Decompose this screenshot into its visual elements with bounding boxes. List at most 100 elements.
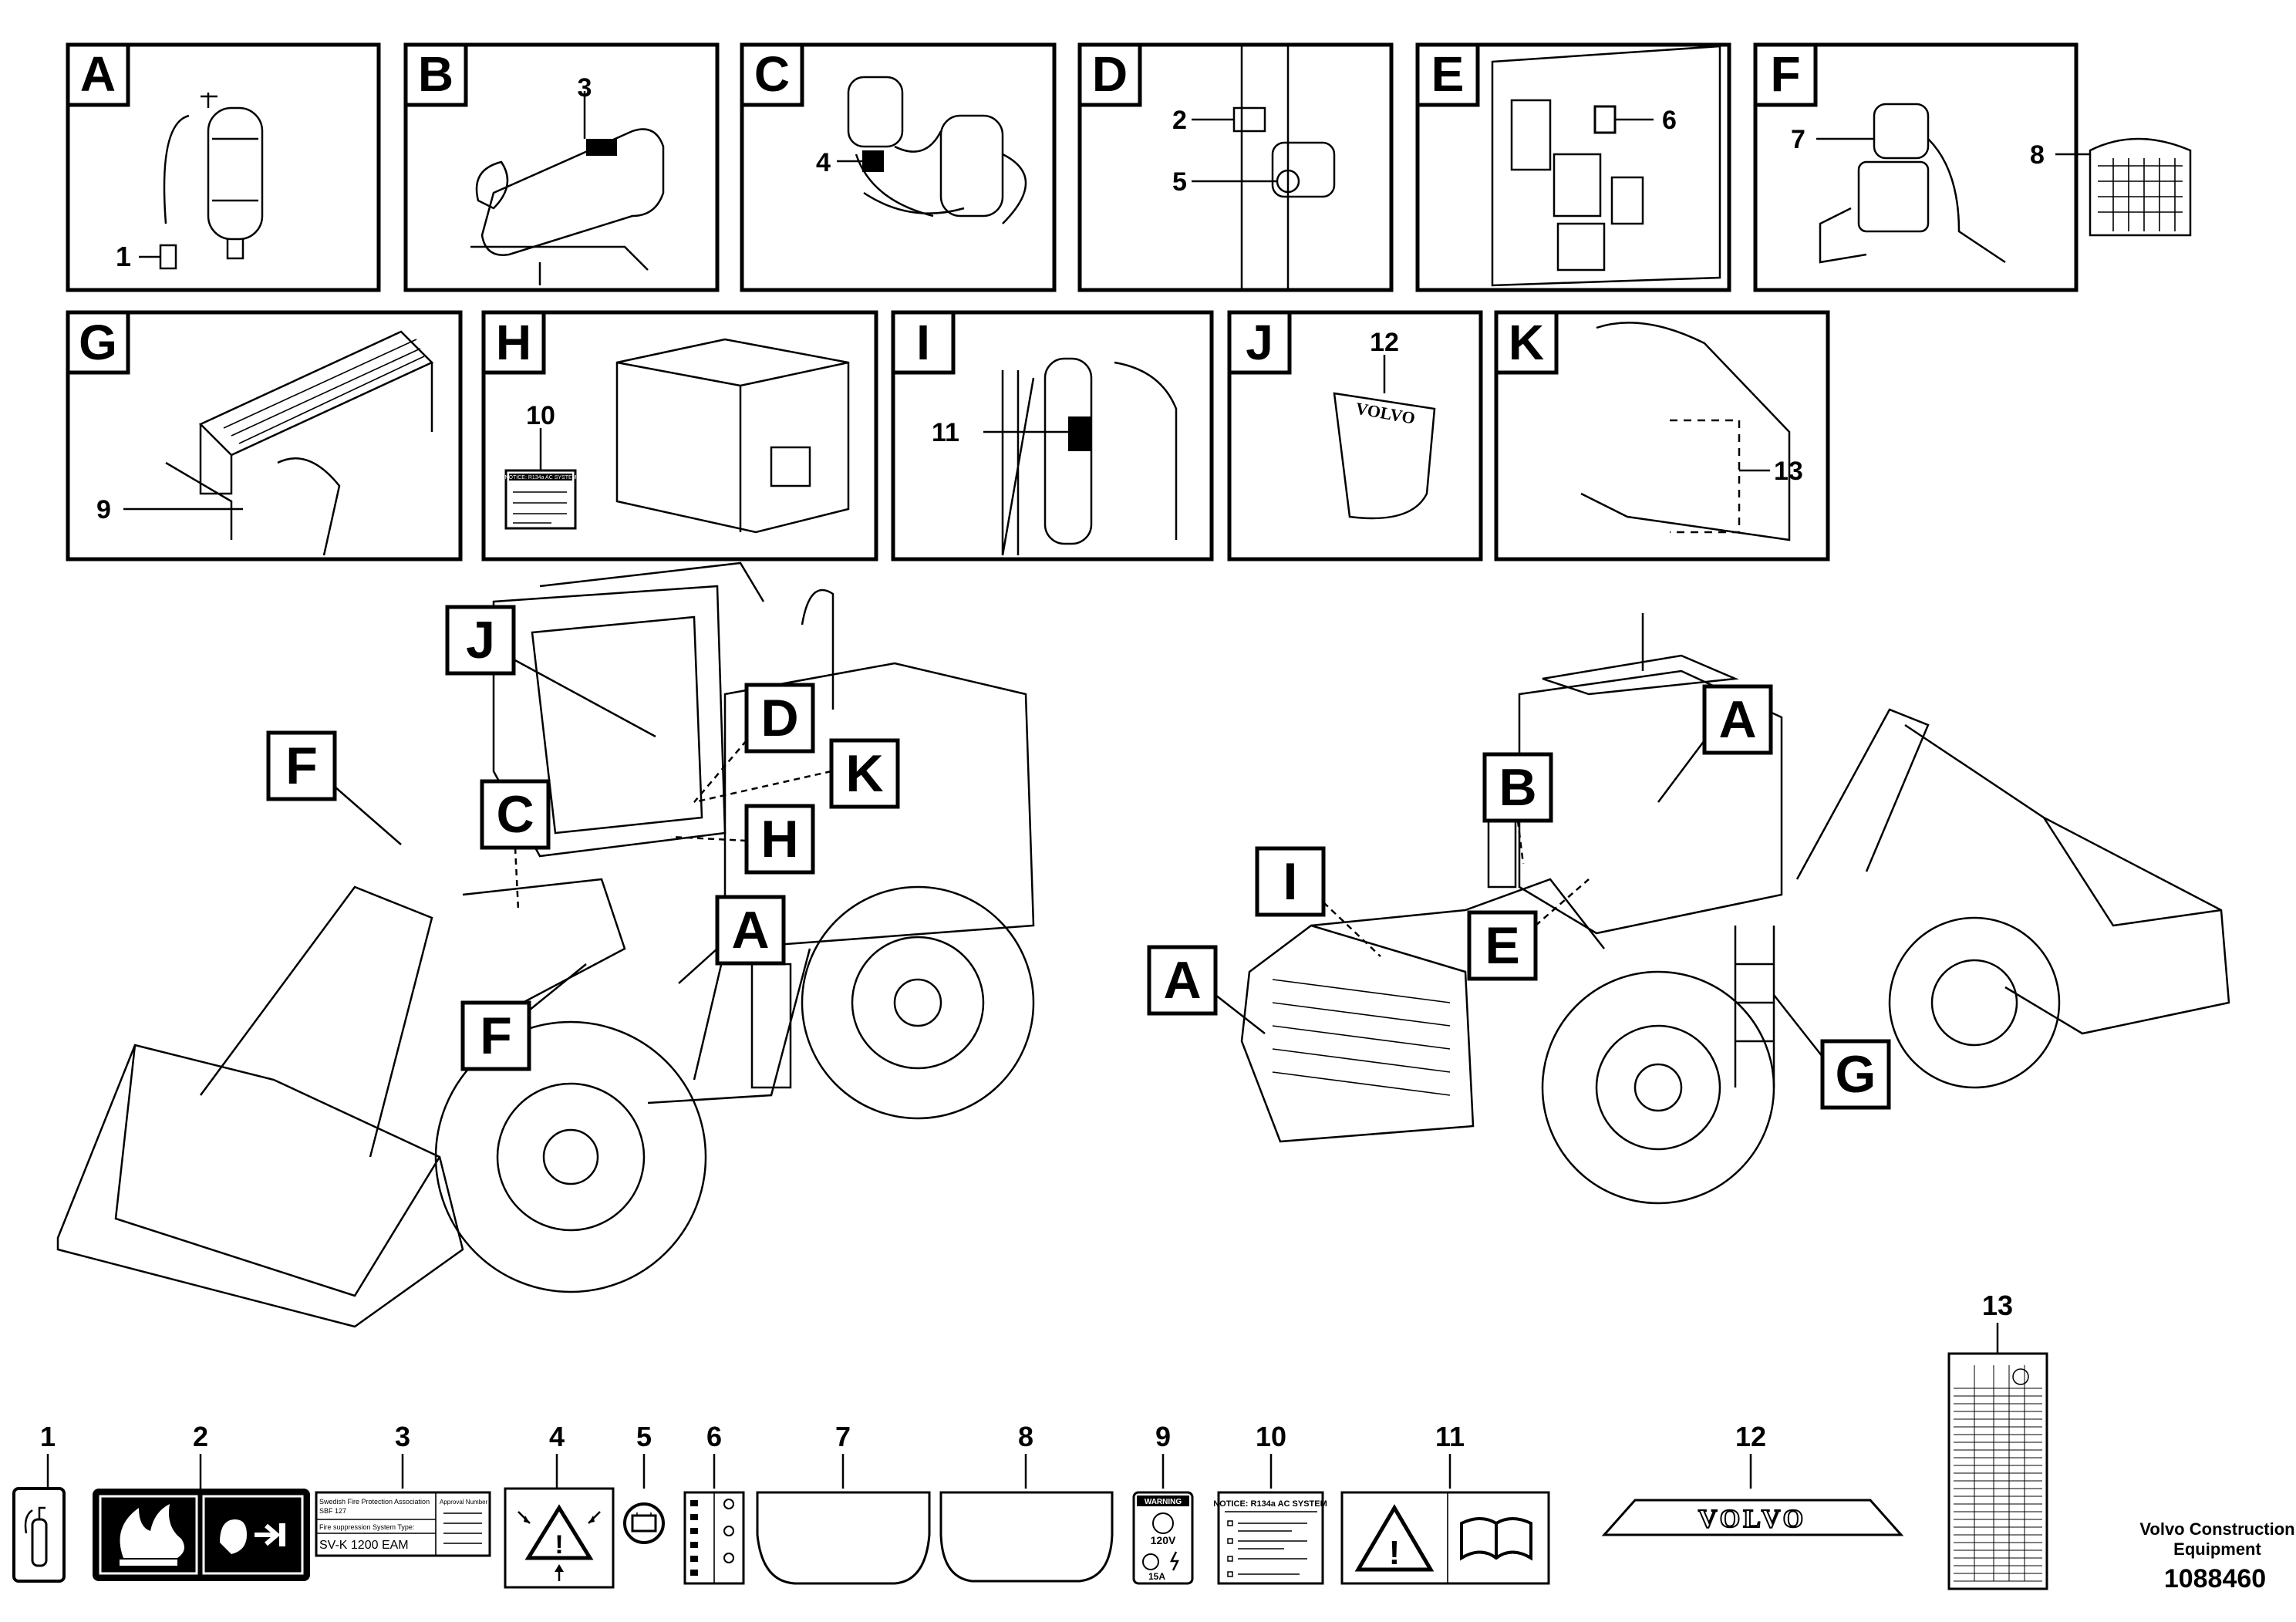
svg-text:!: ! [555,1530,563,1560]
detail-panel-j: J VOLVO 12 [1227,310,1483,561]
front-callout-a: A [678,895,786,984]
decal-number-13: 13 [1982,1290,2013,1321]
decal-3-fire-suppression-approval: Swedish Fire Protection Association SBF … [315,1491,491,1557]
detail-panel-h: H NOTICE: R134a AC SYSTEM 10 [481,310,878,561]
svg-text:G: G [1836,1045,1876,1104]
wheel-loader-rear-view [1240,613,2230,1205]
panel-letter-d: D [1092,46,1128,102]
decal-6-fuse-symbols [683,1491,745,1585]
rear-callout-i: I [1255,846,1381,957]
decal-number-11: 11 [1435,1421,1465,1452]
front-callout-k: K [693,738,900,809]
svg-text:E: E [1485,916,1519,975]
decal-3-approval-label: Approval Number [440,1499,488,1506]
svg-text:J: J [466,611,495,669]
panel-h-notice-label: NOTICE: R134a AC SYSTEM [505,475,577,481]
panel-k-item-13: 13 [1774,457,1803,486]
panel-letter-c: C [754,46,790,102]
ac-unit-illustration [615,338,850,534]
svg-text:I: I [1283,852,1298,911]
cab-side-panel-illustration [1580,322,1791,541]
wheel-loader-front-view [56,561,1035,1328]
decal-3-line3: Fire suppression System Type: [319,1523,414,1531]
decal-3-line1: Swedish Fire Protection Association [319,1498,430,1506]
panel-h-notice-decal: NOTICE: R134a AC SYSTEM [504,469,577,530]
panel-letter-j: J [1246,315,1273,370]
detail-panel-c: C 4 [740,42,1057,292]
company-name-line1: Volvo Construction [2139,1519,2294,1539]
panel-letter-b: B [418,46,453,102]
svg-text:F: F [480,1007,512,1065]
svg-text:!: ! [1389,1534,1401,1572]
decal-number-9: 9 [1155,1421,1171,1452]
detail-panel-d: D 2 5 [1077,42,1394,292]
detail-panel-k: K 13 [1494,310,1830,561]
panel-f-item-7: 7 [1791,125,1805,154]
panel-j-item-12: 12 [1370,328,1399,357]
detail-panel-b: B 3 [403,42,720,292]
decal-1-extinguisher-symbol [12,1487,66,1583]
panel-letter-i: I [916,315,930,370]
front-callout-c: C [480,779,551,911]
panel-d-item-5: 5 [1172,167,1187,197]
company-name-line2: Equipment [2173,1539,2261,1559]
electrical-panel-illustration [1491,45,1721,287]
panel-e-item-6: 6 [1662,106,1677,135]
decal-3-model: SV-K 1200 EAM [319,1539,409,1552]
decal-9-voltage: 120V [1151,1534,1176,1546]
decal-9-120v-outlet-warning: WARNING 120V 15A [1132,1491,1194,1585]
pump-assembly-illustration [847,76,1027,224]
svg-text:H: H [760,810,798,868]
panel-c-item-4: 4 [816,148,831,177]
panel-letter-e: E [1431,46,1465,102]
decal-12-volvo-nameplate: VOLVO [1601,1499,1904,1536]
decal-number-3: 3 [395,1421,410,1452]
detail-panel-e: E 6 [1415,42,1731,292]
receiver-drier-illustration [1001,357,1178,556]
panel-i-item-11: 11 [932,418,959,447]
decal-9-amps: 15A [1148,1571,1165,1582]
decal-3-line2: SBF 127 [319,1507,346,1515]
step-ladder-illustration [165,330,434,556]
document-number: 1088460 [2164,1564,2266,1593]
decal-7-light-lens [756,1491,931,1585]
fire-suppression-tank-illustration [470,128,665,285]
front-callout-f-lower: F [460,963,587,1071]
front-callout-f-upper: F [266,730,402,845]
rear-callout-a-top: A [1657,684,1773,803]
detail-panel-g: G 9 [66,310,463,561]
decal-10-ac-notice: NOTICE: R134a AC SYSTEM [1213,1491,1327,1585]
front-callout-j: J [445,605,656,738]
light-guard-grille-illustration [2089,137,2192,237]
detail-panel-i: I 11 [891,310,1214,561]
work-light-illustration [1819,103,2006,264]
panel-b-item-3: 3 [578,73,592,103]
decal-11-read-manual-warning: ! [1340,1491,1550,1585]
panel-a-item-1: 1 [116,241,131,272]
decal-number-10: 10 [1256,1421,1286,1452]
decal-number-12: 12 [1735,1421,1766,1452]
svg-text:B: B [1499,758,1536,817]
decal-number-2: 2 [193,1421,208,1452]
decal-number-6: 6 [706,1421,722,1452]
svg-text:F: F [285,737,318,795]
detail-panel-a: A 1 [66,42,381,292]
decal-5-battery-symbol [623,1502,665,1544]
decal-9-warning: WARNING [1145,1498,1182,1506]
decal-number-4: 4 [549,1421,565,1452]
decal-10-title: NOTICE: R134a AC SYSTEM [1213,1499,1327,1509]
panel-letter-f: F [1770,46,1800,102]
detail-panel-f: F 7 8 [1753,42,2192,292]
panel-d-item-2: 2 [1172,106,1187,135]
rear-callout-a-left: A [1147,945,1266,1034]
rear-callout-g: G [1773,994,1891,1110]
panel-letter-h: H [496,315,531,370]
panel-h-item-10: 10 [526,401,555,430]
decal-number-8: 8 [1018,1421,1033,1452]
panel-g-item-9: 9 [96,495,111,524]
decal-number-1: 1 [40,1421,56,1452]
panel-letter-a: A [80,46,116,102]
svg-text:D: D [760,689,798,747]
front-callout-h: H [670,804,815,875]
